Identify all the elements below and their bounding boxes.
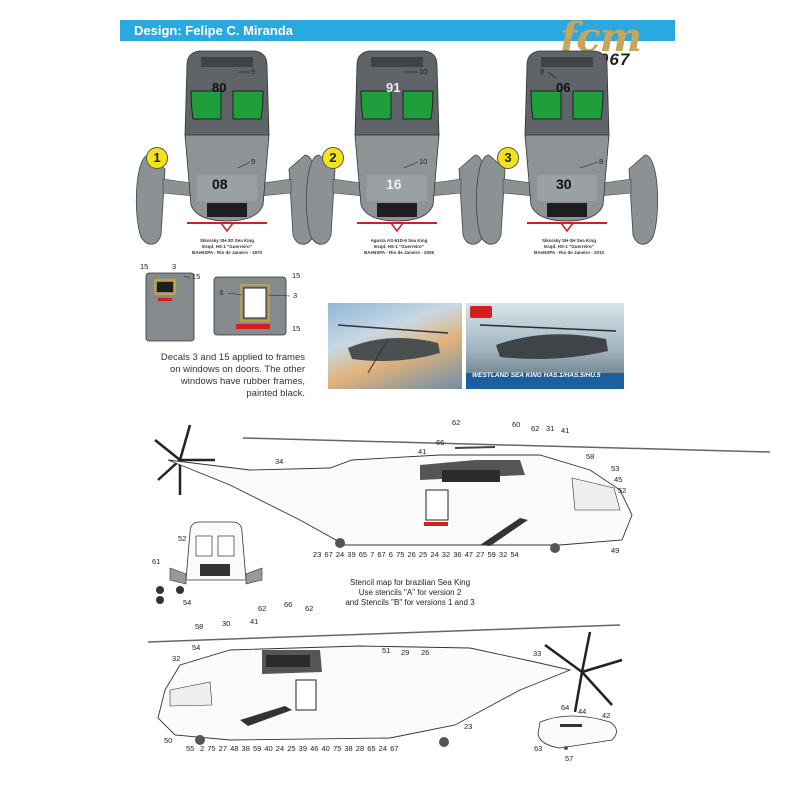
side-b-callout-23: 23 bbox=[464, 722, 473, 731]
side-a-callout-34: 34 bbox=[275, 457, 284, 466]
rotor-callout-44: 44 bbox=[578, 707, 587, 716]
door-callout-right-15b: 15 bbox=[292, 324, 301, 333]
side-a-callout-52: 52 bbox=[618, 486, 627, 495]
side-a-callout-62a: 62 bbox=[452, 418, 461, 427]
door-callout-left-15a: 15 bbox=[140, 262, 149, 271]
callout-v3-mid: 8 bbox=[599, 157, 604, 166]
callout-v2-top: 10 bbox=[419, 67, 428, 76]
side-b-callout-30: 30 bbox=[222, 619, 231, 628]
small-front-callout-61: 61 bbox=[152, 557, 161, 566]
side-a-callout-45: 45 bbox=[614, 475, 623, 484]
side-a-callout-53: 53 bbox=[611, 464, 620, 473]
boxart-title: WESTLAND SEA KING HAS.1/HAS.5/HU.5 bbox=[472, 372, 601, 379]
side-b-callout-54: 54 bbox=[192, 643, 201, 652]
version-badge-1: 1 bbox=[146, 147, 168, 169]
v2-nose-number: 91 bbox=[386, 80, 401, 95]
side-b-callout-33: 33 bbox=[533, 649, 542, 658]
callout-v1-top: 9 bbox=[251, 67, 256, 76]
side-b-callout-66: 66 bbox=[284, 600, 293, 609]
side-a-callout-60: 60 bbox=[512, 420, 521, 429]
side-b-callout-51: 51 bbox=[382, 646, 391, 655]
side-b-callout-62a: 62 bbox=[258, 604, 267, 613]
door-callout-right-3a: 3 bbox=[219, 288, 224, 297]
side-b-callout-32: 32 bbox=[172, 654, 181, 663]
reference-photo bbox=[328, 303, 462, 389]
side-b-callout-55: 55 bbox=[186, 744, 195, 753]
side-a-callout-58: 58 bbox=[586, 452, 595, 461]
side-b-bottom-labels: 2 75 27 48 38 59 40 24 25 39 46 40 75 38… bbox=[200, 744, 399, 753]
small-front-callout-54: 54 bbox=[183, 598, 192, 607]
side-b-callout-58: 58 bbox=[195, 622, 204, 631]
design-credit: Design: Felipe C. Miranda bbox=[134, 23, 293, 38]
callout-v3-top: 8 bbox=[540, 67, 545, 76]
side-a-callout-62b: 62 bbox=[531, 424, 540, 433]
side-b-callout-26: 26 bbox=[421, 648, 430, 657]
side-a-bottom-labels: 23 67 24 39 65 7 67 6 75 26 25 24 32 36 … bbox=[313, 550, 519, 559]
version-badge-2: 2 bbox=[322, 147, 344, 169]
v2-fuselage-number: 16 bbox=[386, 176, 402, 192]
v3-fuselage-number: 30 bbox=[556, 176, 572, 192]
door-note: Decals 3 and 15 applied to frames on win… bbox=[160, 352, 305, 399]
rotor-callout-64: 64 bbox=[561, 703, 570, 712]
side-a-callout-41a: 41 bbox=[561, 426, 570, 435]
side-b-callout-62b: 62 bbox=[305, 604, 314, 613]
v1-nose-number: 80 bbox=[212, 80, 227, 95]
door-callout-right-3b: 3 bbox=[293, 291, 298, 300]
side-a-callout-41b: 41 bbox=[418, 447, 427, 456]
callout-v2-mid: 10 bbox=[419, 157, 428, 166]
rotor-callout-42: 42 bbox=[602, 711, 611, 720]
door-callout-left-3: 3 bbox=[172, 262, 177, 271]
rotor-callout-57: 57 bbox=[565, 754, 574, 763]
door-callout-left-15b: 15 bbox=[192, 272, 201, 281]
side-b-callout-50: 50 bbox=[164, 736, 173, 745]
version-badge-3: 3 bbox=[497, 147, 519, 169]
rotor-callout-63: 63 bbox=[534, 744, 543, 753]
v3-nose-number: 06 bbox=[556, 80, 571, 95]
side-b-callout-29: 29 bbox=[401, 648, 410, 657]
side-a-callout-66: 66 bbox=[436, 438, 445, 447]
small-front-callout-52: 52 bbox=[178, 534, 187, 543]
boxart-image: WESTLAND SEA KING HAS.1/HAS.5/HU.5 bbox=[466, 303, 624, 389]
door-callout-right-15a: 15 bbox=[292, 271, 301, 280]
side-b-callout-41: 41 bbox=[250, 617, 259, 626]
design-credit-banner: Design: Felipe C. Miranda bbox=[120, 20, 675, 41]
side-a-callout-31: 31 bbox=[546, 424, 555, 433]
v1-fuselage-number: 08 bbox=[212, 176, 228, 192]
side-a-callout-49: 49 bbox=[611, 546, 620, 555]
callout-v1-mid: 9 bbox=[251, 157, 256, 166]
